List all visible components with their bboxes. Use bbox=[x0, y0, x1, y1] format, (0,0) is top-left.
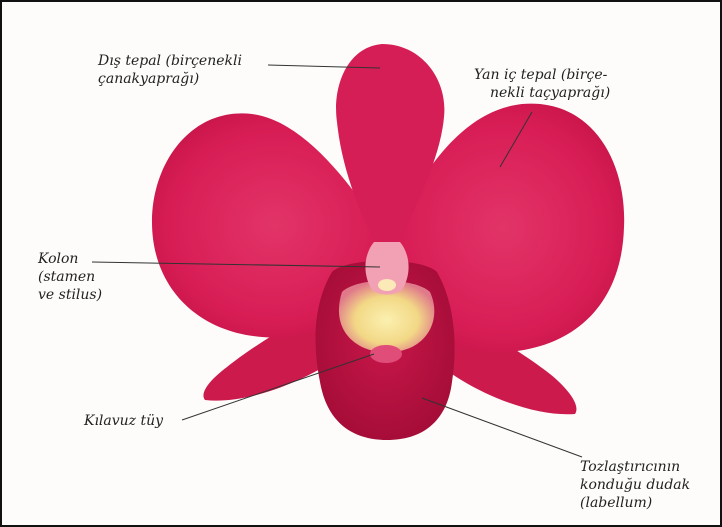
label-dorsal-sepal-line-2: çanakyaprağı) bbox=[98, 70, 242, 88]
label-labellum: Tozlaştırıcının konduğu dudak (labellum) bbox=[580, 458, 690, 512]
label-column-line-2: (stamen bbox=[38, 268, 102, 286]
label-lateral-petal-line-2: nekli taçyaprağı) bbox=[474, 84, 610, 102]
label-labellum-line-1: Tozlaştırıcının bbox=[580, 458, 690, 476]
label-guide-callus-line-1: Kılavuz tüy bbox=[84, 412, 163, 430]
label-column: Kolon (stamen ve stilus) bbox=[38, 250, 102, 304]
label-guide-callus: Kılavuz tüy bbox=[84, 412, 163, 430]
guide-callus bbox=[370, 345, 402, 363]
label-column-line-3: ve stilus) bbox=[38, 286, 102, 304]
label-labellum-line-2: konduğu dudak bbox=[580, 476, 690, 494]
label-dorsal-sepal: Dış tepal (birçenekli çanakyaprağı) bbox=[98, 52, 242, 88]
label-lateral-petal-line-1: Yan iç tepal (birçe- bbox=[474, 66, 610, 84]
label-column-line-1: Kolon bbox=[38, 250, 102, 268]
label-labellum-line-3: (labellum) bbox=[580, 494, 690, 512]
label-lateral-petal: Yan iç tepal (birçe- nekli taçyaprağı) bbox=[474, 66, 610, 102]
column-tip bbox=[378, 279, 396, 291]
label-dorsal-sepal-line-1: Dış tepal (birçenekli bbox=[98, 52, 242, 70]
